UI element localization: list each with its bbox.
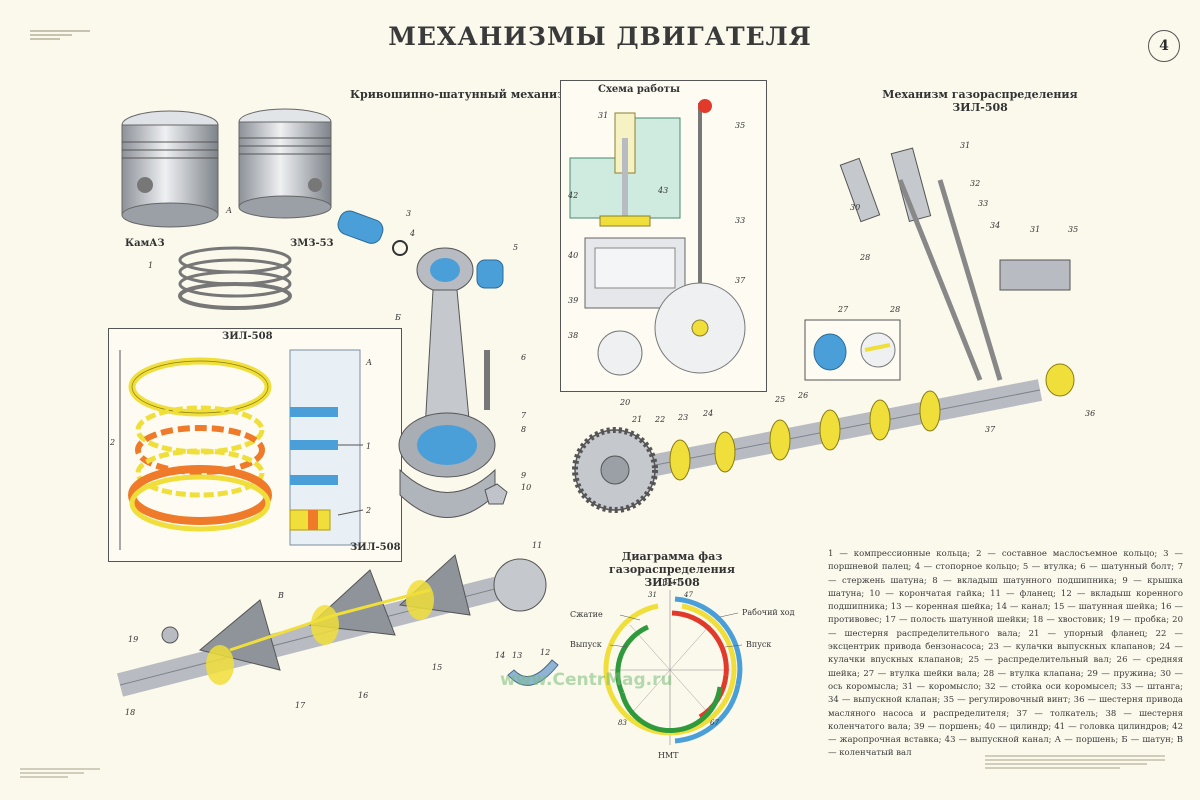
footer-fineprint-right bbox=[985, 755, 1165, 771]
watermark: www.CentrMag.ru bbox=[500, 670, 673, 690]
angle-31: 31 bbox=[648, 591, 657, 599]
svg-text:1: 1 bbox=[366, 442, 371, 451]
svg-text:18: 18 bbox=[125, 708, 135, 717]
pistons-illustration: 1 А bbox=[121, 108, 332, 310]
piston-zmz53 bbox=[238, 108, 332, 219]
svg-text:27: 27 bbox=[837, 305, 849, 314]
svg-text:5: 5 bbox=[513, 243, 518, 252]
crankshaft-illustration: 18 19 В 17 16 15 14 13 11 bbox=[117, 541, 547, 717]
piston-pin-illustration: 34 bbox=[337, 209, 415, 256]
working-stroke-label: Рабочий ход bbox=[742, 608, 795, 617]
work-scheme-illustration: 31 35 42 43 33 40 37 39 38 bbox=[567, 99, 746, 376]
svg-text:32: 32 bbox=[970, 179, 980, 188]
svg-text:17: 17 bbox=[295, 701, 306, 710]
svg-text:6: 6 bbox=[521, 353, 526, 362]
svg-text:16: 16 bbox=[358, 691, 368, 700]
svg-text:12: 12 bbox=[540, 648, 550, 657]
rings-box-title: ЗИЛ-508 bbox=[222, 331, 273, 342]
svg-text:А: А bbox=[365, 358, 372, 367]
piston-label-kamaz: КамАЗ bbox=[125, 238, 165, 249]
svg-text:10: 10 bbox=[521, 483, 531, 492]
svg-text:13: 13 bbox=[512, 651, 522, 660]
svg-text:22: 22 bbox=[654, 415, 665, 424]
work-scheme-title: Схема работы bbox=[598, 84, 680, 95]
svg-text:А: А bbox=[225, 206, 232, 215]
svg-text:В: В bbox=[277, 591, 284, 600]
svg-text:30: 30 bbox=[850, 203, 860, 212]
svg-text:37: 37 bbox=[735, 276, 746, 285]
exhaust-label: Выпуск bbox=[570, 640, 602, 649]
camshaft bbox=[572, 379, 1043, 513]
svg-text:21: 21 bbox=[631, 415, 642, 424]
svg-text:31: 31 bbox=[960, 141, 970, 150]
svg-text:9: 9 bbox=[521, 471, 526, 480]
compression-label: Сжатие bbox=[570, 610, 603, 619]
svg-text:35: 35 bbox=[735, 121, 745, 130]
angle-67: 67 bbox=[710, 719, 719, 727]
svg-text:38: 38 bbox=[568, 331, 578, 340]
svg-text:35: 35 bbox=[1068, 225, 1078, 234]
svg-text:42: 42 bbox=[567, 191, 578, 200]
svg-text:28: 28 bbox=[889, 305, 900, 314]
parts-legend: 1 — компрессионные кольца; 2 — составное… bbox=[828, 549, 1183, 759]
svg-text:1: 1 bbox=[148, 261, 153, 270]
main-bearing-shell: 12 bbox=[507, 648, 559, 686]
tdc-label: ВМТ bbox=[662, 578, 682, 587]
conrod-label: ЗИЛ-508 bbox=[350, 542, 401, 553]
page-number-badge: 4 bbox=[1148, 30, 1180, 62]
svg-text:7: 7 bbox=[521, 411, 527, 420]
svg-text:3: 3 bbox=[406, 209, 411, 218]
svg-text:23: 23 bbox=[677, 413, 688, 422]
svg-text:43: 43 bbox=[657, 186, 668, 195]
svg-text:11: 11 bbox=[532, 541, 542, 550]
svg-text:31: 31 bbox=[1030, 225, 1040, 234]
valve-assembly bbox=[839, 147, 1075, 397]
svg-text:31: 31 bbox=[598, 111, 608, 120]
connecting-rod-illustration: 5Б 6 7 8 9 10 bbox=[394, 243, 531, 518]
crank-mechanism-title: Кривошипно-шатунный механизм bbox=[350, 88, 574, 101]
svg-text:2: 2 bbox=[365, 506, 371, 515]
timing-diagram-title: Диаграмма фаз газораспределения ЗИЛ-508 bbox=[609, 550, 735, 589]
svg-text:26: 26 bbox=[797, 391, 808, 400]
svg-text:8: 8 bbox=[521, 425, 526, 434]
svg-text:Б: Б bbox=[394, 313, 401, 322]
intake-label: Впуск bbox=[746, 640, 771, 649]
svg-text:37: 37 bbox=[985, 425, 996, 434]
angle-83: 83 bbox=[618, 719, 627, 727]
piston-kamaz bbox=[121, 110, 219, 228]
svg-text:40: 40 bbox=[567, 251, 578, 260]
valve-timing-diagram: ВМТ НМТ Сжатие Выпуск Рабочий ход Впуск … bbox=[570, 578, 795, 760]
page-title: МЕХАНИЗМЫ ДВИГАТЕЛЯ bbox=[388, 22, 812, 51]
svg-text:39: 39 bbox=[568, 296, 578, 305]
svg-text:4: 4 bbox=[409, 229, 415, 238]
rings-detail-illustration: 2 1 2 А bbox=[109, 349, 372, 550]
footer-fineprint-left bbox=[20, 768, 100, 780]
svg-text:20: 20 bbox=[619, 398, 630, 407]
svg-text:15: 15 bbox=[432, 663, 442, 672]
svg-text:36: 36 bbox=[1085, 409, 1095, 418]
svg-text:24: 24 bbox=[702, 409, 713, 418]
svg-text:33: 33 bbox=[978, 199, 988, 208]
piston-label-zmz53: ЗМЗ-53 bbox=[290, 238, 334, 249]
svg-text:33: 33 bbox=[735, 216, 745, 225]
bdc-label: НМТ bbox=[658, 751, 679, 760]
svg-text:2: 2 bbox=[109, 438, 115, 447]
svg-text:19: 19 bbox=[128, 635, 138, 644]
valve-mechanism-title: Механизм газораспределения ЗИЛ-508 bbox=[882, 88, 1078, 114]
piston-rings bbox=[178, 246, 292, 310]
svg-text:14: 14 bbox=[495, 651, 505, 660]
svg-text:25: 25 bbox=[774, 395, 785, 404]
angle-47: 47 bbox=[683, 591, 693, 599]
svg-text:34: 34 bbox=[990, 221, 1000, 230]
publisher-fineprint bbox=[30, 30, 90, 40]
svg-text:28: 28 bbox=[859, 253, 870, 262]
bushing-inset bbox=[804, 319, 901, 381]
